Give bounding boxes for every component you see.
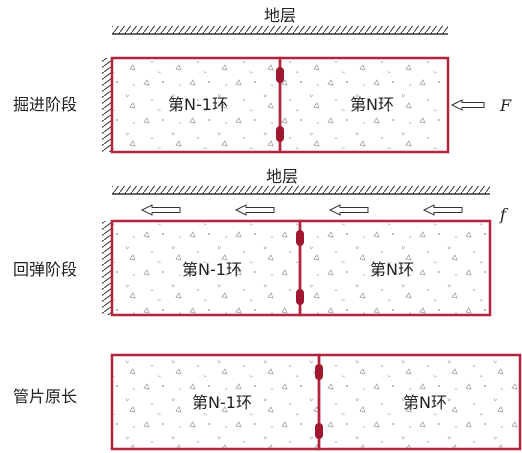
segment-right-3 [317, 353, 522, 451]
friction-arrow [234, 204, 275, 216]
ring-right-label-3: 第N环 [403, 393, 447, 412]
wall-hatch-1 [102, 58, 112, 152]
ground-hatch-1 [112, 26, 448, 34]
friction-arrows [140, 204, 463, 216]
bolt-top-3 [315, 364, 323, 380]
stage-label-2: 回弹阶段 [13, 260, 77, 279]
wall-hatch-2 [102, 221, 112, 315]
bolt-bottom-1 [276, 126, 284, 142]
bolt-top-1 [276, 67, 284, 83]
segment-left-1 [110, 56, 282, 154]
ring-right-label-2: 第N环 [370, 260, 414, 279]
force-label-F: F [499, 96, 512, 115]
force-label-f: f [499, 205, 509, 224]
stage-rebound: 地层 f 回弹阶段 第N-1环 第N环 [13, 167, 509, 317]
ring-left-label-1: 第N-1环 [168, 95, 228, 114]
ground-label-2: 地层 [266, 167, 298, 186]
stage-original-length: 管片原长 第N-1环 第N环 [13, 353, 522, 451]
ring-right-label-1: 第N环 [350, 95, 394, 114]
thrust-arrow [450, 99, 485, 111]
friction-arrow [328, 204, 369, 216]
segment-right-1 [278, 56, 450, 154]
stage-excavation: 地层 掘进阶段 第N-1环 第N环 F [13, 6, 512, 154]
segment-left-2 [110, 219, 302, 317]
bolt-bottom-2 [296, 289, 304, 305]
segment-right-2 [298, 219, 492, 317]
stage-label-1: 掘进阶段 [13, 95, 77, 114]
segment-left-3 [110, 353, 321, 451]
friction-arrow [140, 204, 181, 216]
ground-hatch-2 [112, 186, 490, 194]
ground-label-1: 地层 [264, 6, 296, 25]
ring-left-label-2: 第N-1环 [182, 260, 242, 279]
friction-arrow [422, 204, 463, 216]
bolt-top-2 [296, 230, 304, 246]
stage-label-3: 管片原长 [13, 387, 77, 406]
ring-left-label-3: 第N-1环 [192, 393, 252, 412]
bolt-bottom-3 [315, 423, 323, 439]
